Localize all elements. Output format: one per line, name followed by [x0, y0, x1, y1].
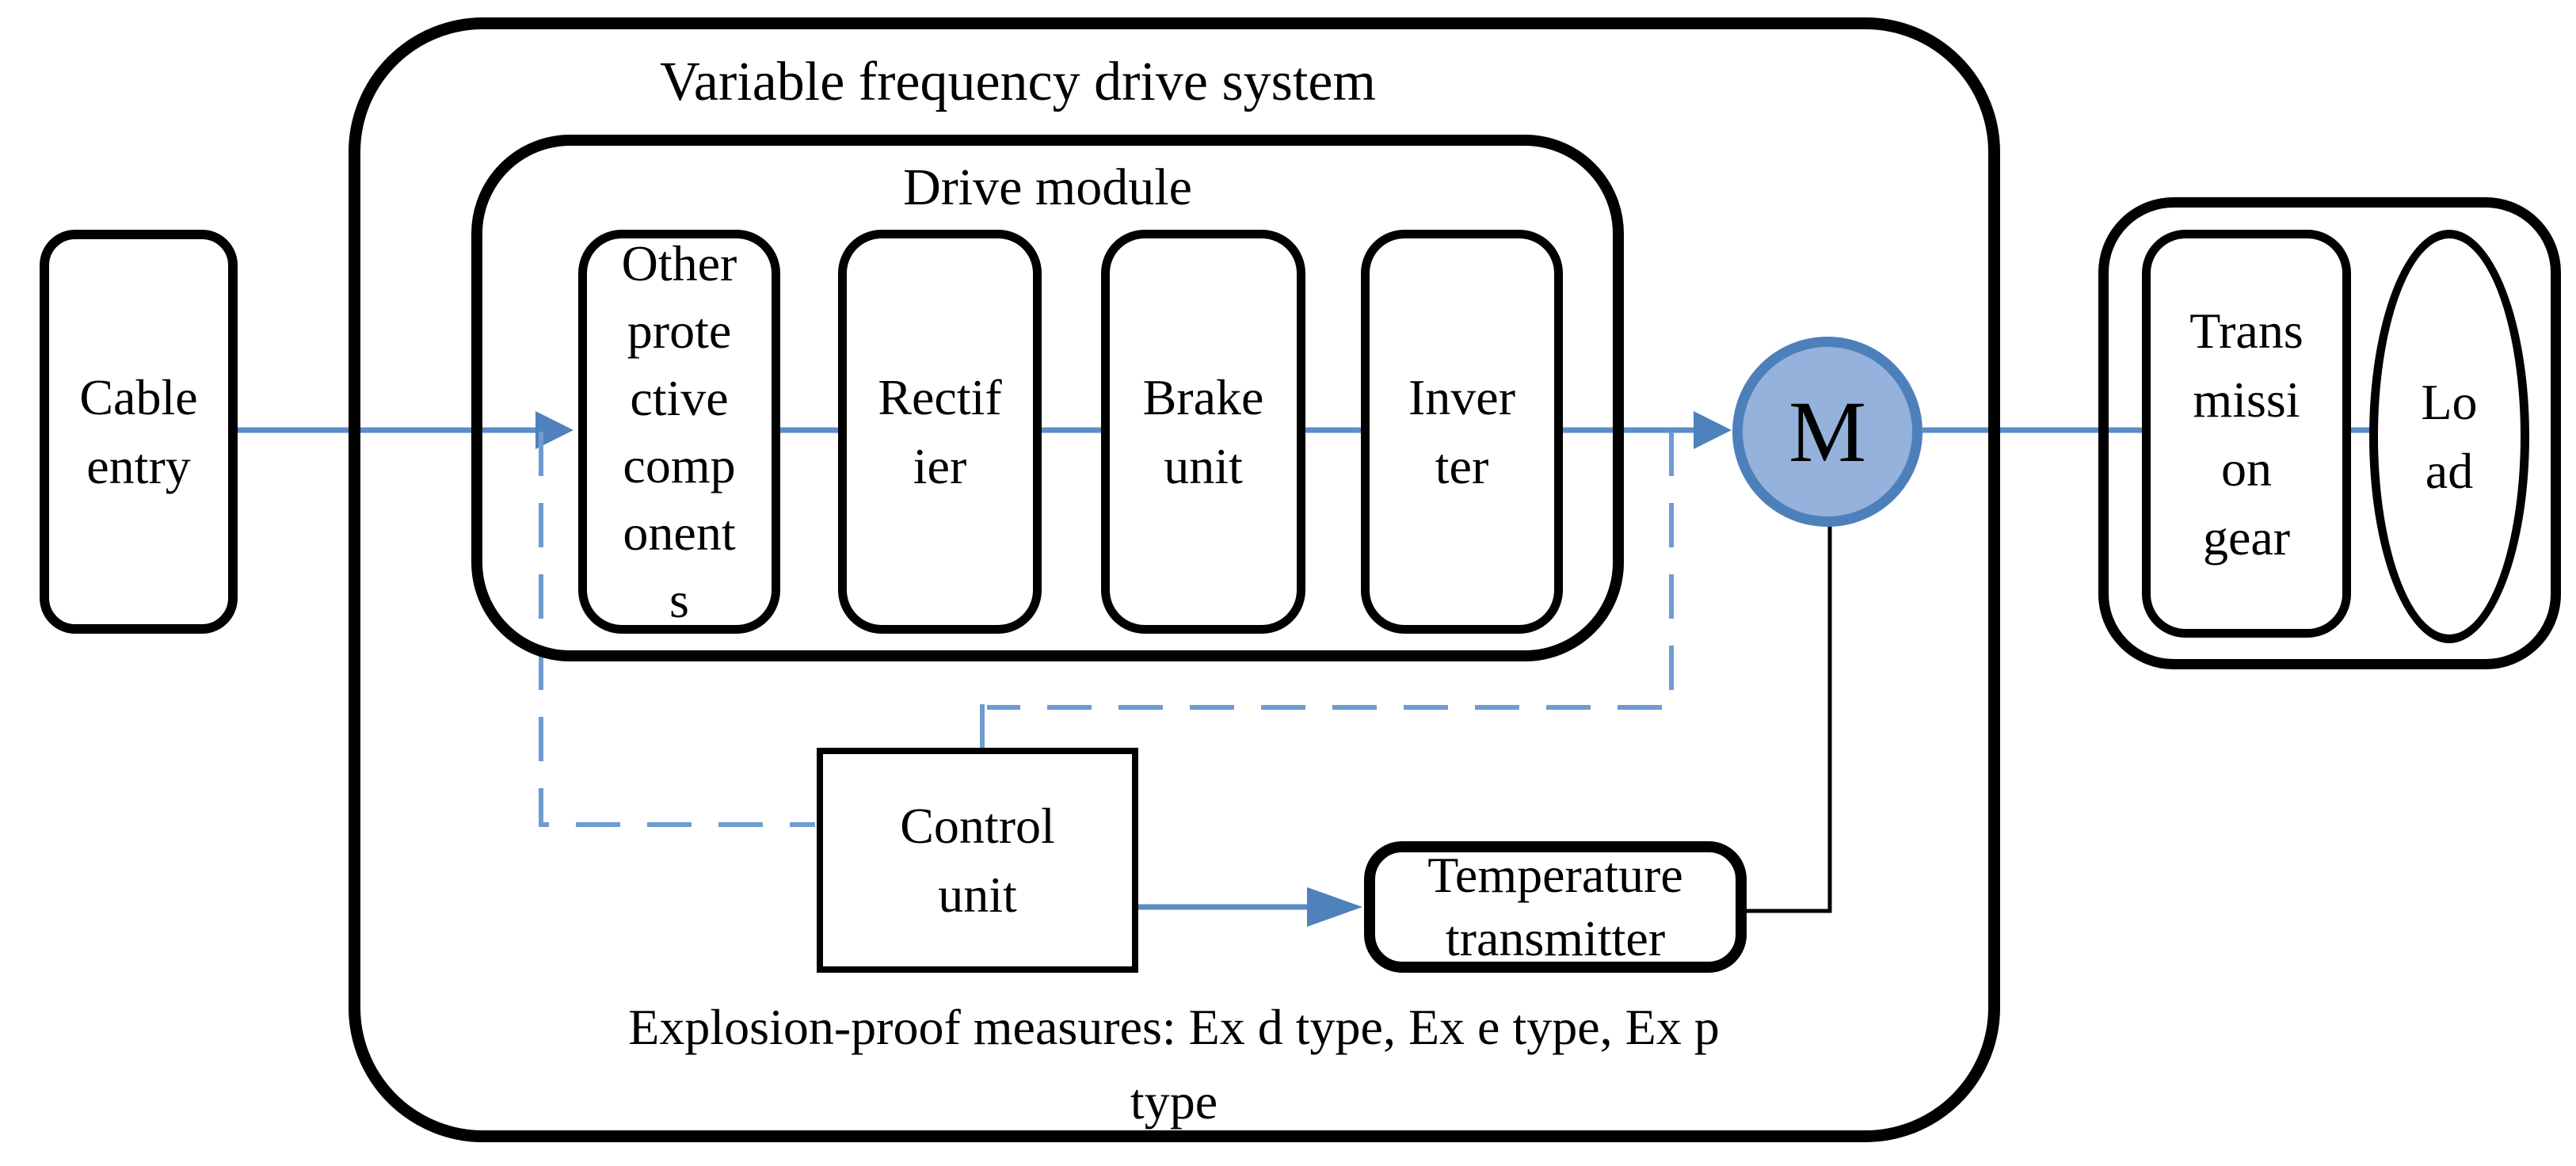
rectifier-label: Rectif ier [878, 369, 1002, 494]
control-unit-label: Control unit [900, 798, 1055, 923]
vfd-system-title: Variable frequency drive system [660, 51, 1376, 112]
protective-components-box: Other prote ctive comp onent s [578, 230, 780, 634]
dashed-wire-motor-to-control [987, 432, 1674, 710]
vfd-system-box [349, 17, 2000, 1142]
explosion-proof-note: Explosion-proof measures: Ex d type, Ex … [628, 999, 1720, 1130]
cable-entry-label: Cable entry [79, 369, 198, 494]
transmission-load-group-box [2098, 197, 2561, 669]
motor-circle: M [1732, 337, 1922, 527]
temperature-transmitter-box: Temperature transmitter [1364, 841, 1747, 973]
cable-entry-box: Cable entry [40, 230, 238, 634]
control-unit-box: Control unit [817, 748, 1138, 973]
load-ellipse: Lo ad [2369, 230, 2529, 643]
arrowhead-into-motor-icon [1694, 411, 1732, 449]
rectifier-box: Rectif ier [838, 230, 1042, 634]
arrowhead-into-protective-icon [535, 411, 574, 449]
motor-label: M [1789, 383, 1866, 480]
drive-module-title: Drive module [903, 158, 1192, 216]
drive-module-box [471, 135, 1624, 661]
load-label: Lo ad [2421, 374, 2478, 499]
protective-components-label: Other prote ctive comp onent s [621, 235, 737, 628]
transmission-gear-label: Trans missi on gear [2189, 302, 2304, 566]
arrowhead-into-transmitter-icon [1307, 887, 1362, 927]
transmission-gear-box: Trans missi on gear [2142, 230, 2351, 638]
temperature-transmitter-label: Temperature transmitter [1427, 847, 1683, 966]
inverter-box: Inver ter [1361, 230, 1563, 634]
brake-unit-box: Brake unit [1101, 230, 1305, 634]
inverter-label: Inver ter [1408, 369, 1516, 494]
dashed-wire-protective-to-control [539, 432, 815, 827]
wire-transmitter-to-motor [1747, 525, 1832, 913]
brake-unit-label: Brake unit [1142, 369, 1264, 494]
